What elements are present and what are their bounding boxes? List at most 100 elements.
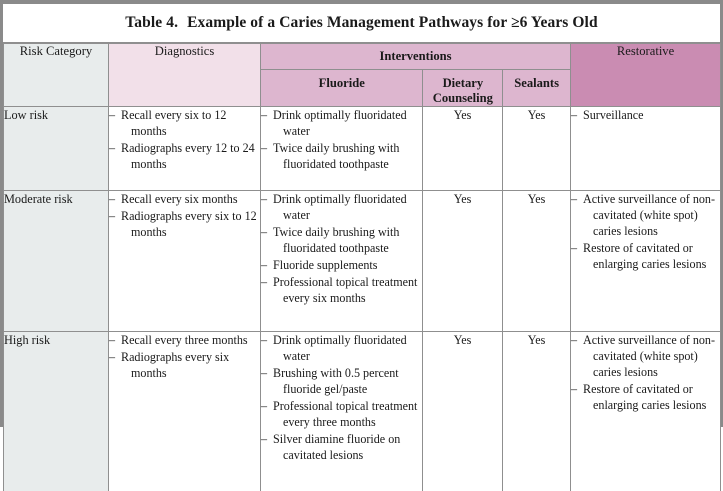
- list-item: –Recall every six to 12 months: [109, 107, 260, 139]
- list-item-text: Active surveillance of non-cavitated (wh…: [583, 191, 716, 239]
- list-item-text: Silver diamine fluoride on cavitated les…: [273, 432, 401, 463]
- header-restorative: Restorative: [570, 42, 722, 108]
- table-row: High risk–Recall every three months–Radi…: [3, 330, 722, 491]
- list-item: –Drink optimally fluoridated water: [261, 191, 422, 223]
- diagnostics-list: –Recall every three months–Radiographs e…: [109, 332, 260, 381]
- caption-title: Example of a Caries Management Pathways …: [187, 14, 598, 31]
- restorative-list: –Active surveillance of non-cavitated (w…: [571, 332, 720, 413]
- cell-risk-category: Moderate risk: [3, 189, 109, 332]
- dash-bullet-icon: –: [571, 381, 578, 396]
- list-item: –Restore of cavitated or enlarging carie…: [571, 240, 720, 272]
- header-sealants: Sealants: [502, 70, 570, 107]
- list-item-text: Brushing with 0.5 percent fluoride gel/p…: [273, 365, 399, 396]
- list-item-text: Radiographs every six to 12 months: [121, 209, 257, 240]
- restorative-list: –Active surveillance of non-cavitated (w…: [571, 191, 720, 272]
- cell-diagnostics: –Recall every six to 12 months–Radiograp…: [108, 106, 261, 191]
- fluoride-list: –Drink optimally fluoridated water–Twice…: [261, 107, 422, 172]
- cell-fluoride: –Drink optimally fluoridated water–Brush…: [260, 330, 423, 491]
- header-dietary-line1: Dietary: [442, 76, 484, 90]
- list-item-text: Restore of cavitated or enlarging caries…: [583, 381, 707, 412]
- list-item: –Surveillance: [571, 107, 720, 123]
- list-item-text: Twice daily brushing with fluoridated to…: [273, 225, 400, 256]
- list-item-text: Restore of cavitated or enlarging caries…: [583, 241, 707, 272]
- fluoride-list: –Drink optimally fluoridated water–Brush…: [261, 332, 422, 464]
- list-item: –Brushing with 0.5 percent fluoride gel/…: [261, 365, 422, 397]
- list-item: –Professional topical treatment every th…: [261, 398, 422, 430]
- dash-bullet-icon: –: [109, 209, 116, 224]
- dash-bullet-icon: –: [571, 191, 578, 206]
- header-interventions-group: Interventions Fluoride Dietary Counselin…: [259, 42, 572, 108]
- cell-dietary-counseling: Yes: [422, 330, 503, 491]
- cell-sealants: Yes: [501, 330, 572, 491]
- list-item-text: Drink optimally fluoridated water: [273, 191, 407, 223]
- dash-bullet-icon: –: [261, 141, 268, 156]
- dash-bullet-icon: –: [571, 241, 578, 256]
- diagnostics-list: –Recall every six months–Radiographs eve…: [109, 191, 260, 240]
- list-item: –Fluoride supplements: [261, 257, 422, 273]
- caption-number: Table 4.: [125, 14, 179, 31]
- table-row: Moderate risk–Recall every six months–Ra…: [3, 189, 722, 332]
- list-item-text: Recall every three months: [121, 332, 248, 347]
- dash-bullet-icon: –: [109, 191, 116, 206]
- list-item-text: Surveillance: [583, 108, 644, 123]
- table-caption: Table 4. Example of a Caries Management P…: [3, 4, 720, 43]
- cell-fluoride: –Drink optimally fluoridated water–Twice…: [260, 189, 423, 332]
- header-fluoride: Fluoride: [318, 76, 365, 90]
- cell-diagnostics: –Recall every three months–Radiographs e…: [108, 330, 261, 491]
- caries-management-table: Risk Category Diagnostics Interventions …: [3, 42, 722, 491]
- cell-risk-category: Low risk: [3, 106, 109, 191]
- dash-bullet-icon: –: [261, 191, 268, 206]
- dash-bullet-icon: –: [261, 365, 268, 380]
- dash-bullet-icon: –: [261, 432, 268, 447]
- list-item: –Drink optimally fluoridated water: [261, 107, 422, 139]
- dash-bullet-icon: –: [261, 398, 268, 413]
- list-item: –Radiographs every six months: [109, 349, 260, 381]
- list-item-text: Fluoride supplements: [273, 258, 378, 273]
- list-item: –Recall every three months: [109, 332, 260, 348]
- table-body: Low risk–Recall every six to 12 months–R…: [3, 106, 722, 491]
- cell-diagnostics: –Recall every six months–Radiographs eve…: [108, 189, 261, 332]
- header-interventions: Interventions: [261, 44, 571, 70]
- list-item: –Radiographs every 12 to 24 months: [109, 140, 260, 172]
- list-item: –Recall every six months: [109, 191, 260, 207]
- header-diagnostics: Diagnostics: [108, 42, 261, 108]
- list-item-text: Recall every six months: [121, 191, 238, 206]
- list-item-text: Twice daily brushing with fluoridated to…: [273, 141, 400, 172]
- table-row: Low risk–Recall every six to 12 months–R…: [3, 106, 722, 191]
- list-item: –Twice daily brushing with fluoridated t…: [261, 224, 422, 256]
- list-item: –Twice daily brushing with fluoridated t…: [261, 140, 422, 172]
- dash-bullet-icon: –: [109, 108, 116, 123]
- list-item-text: Recall every six to 12 months: [121, 108, 227, 139]
- diagnostics-list: –Recall every six to 12 months–Radiograp…: [109, 107, 260, 172]
- list-item: –Silver diamine fluoride on cavitated le…: [261, 431, 422, 463]
- list-item-text: Radiographs every six months: [121, 349, 230, 380]
- header-dietary-counseling: Dietary Counseling: [422, 70, 502, 107]
- cell-restorative: –Active surveillance of non-cavitated (w…: [570, 330, 722, 491]
- cell-sealants: Yes: [501, 189, 572, 332]
- table-head: Risk Category Diagnostics Interventions …: [3, 42, 722, 108]
- dash-bullet-icon: –: [109, 332, 116, 347]
- dash-bullet-icon: –: [571, 108, 578, 123]
- list-item-text: Active surveillance of non-cavitated (wh…: [583, 332, 716, 379]
- cell-restorative: –Active surveillance of non-cavitated (w…: [570, 189, 722, 332]
- list-item: –Active surveillance of non-cavitated (w…: [571, 332, 720, 380]
- cell-dietary-counseling: Yes: [422, 106, 503, 191]
- dash-bullet-icon: –: [261, 258, 268, 273]
- cell-fluoride: –Drink optimally fluoridated water–Twice…: [260, 106, 423, 191]
- header-risk-category: Risk Category: [3, 42, 109, 108]
- list-item: –Drink optimally fluoridated water: [261, 332, 422, 364]
- restorative-list: –Surveillance: [571, 107, 720, 123]
- list-item-text: Professional topical treatment every six…: [273, 275, 418, 306]
- cell-dietary-counseling: Yes: [422, 189, 503, 332]
- fluoride-list: –Drink optimally fluoridated water–Twice…: [261, 191, 422, 307]
- cell-sealants: Yes: [501, 106, 572, 191]
- list-item: –Professional topical treatment every si…: [261, 274, 422, 306]
- dash-bullet-icon: –: [261, 108, 268, 123]
- dash-bullet-icon: –: [261, 332, 268, 347]
- list-item-text: Radiographs every 12 to 24 months: [121, 141, 255, 172]
- list-item: –Radiographs every six to 12 months: [109, 208, 260, 240]
- list-item-text: Professional topical treatment every thr…: [273, 398, 418, 430]
- dash-bullet-icon: –: [261, 275, 268, 290]
- list-item: –Restore of cavitated or enlarging carie…: [571, 381, 720, 413]
